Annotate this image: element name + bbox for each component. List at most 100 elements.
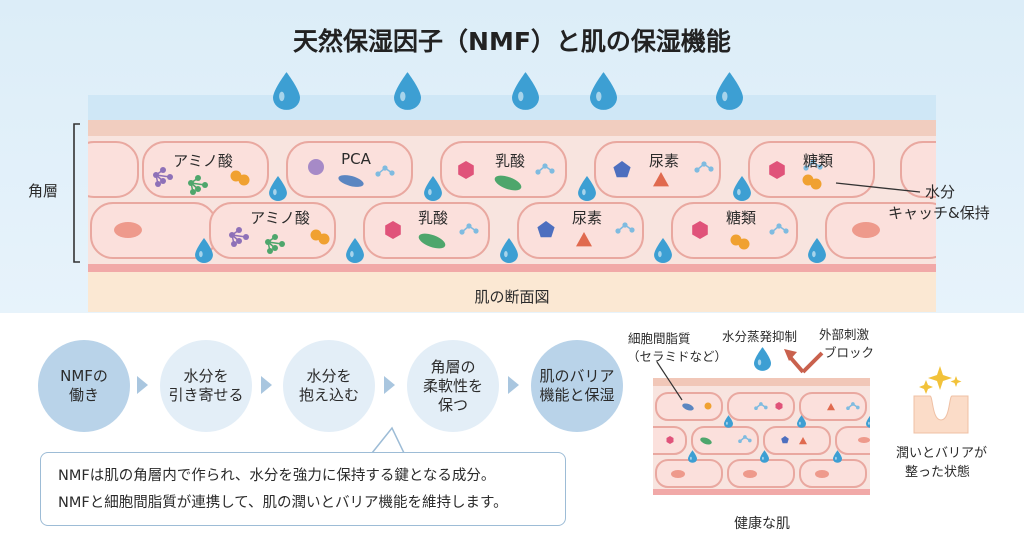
amino-molecule-icon — [153, 172, 159, 178]
amino-molecule-icon — [202, 182, 208, 188]
step-arrow-icon — [508, 376, 519, 394]
mini-surface-layer — [653, 378, 870, 386]
small-molecule-icon — [754, 406, 758, 411]
amino-molecule-icon — [188, 180, 194, 186]
small-molecule-icon — [542, 163, 548, 169]
step-arrow-icon — [261, 376, 272, 394]
small-molecule-icon — [783, 228, 789, 234]
water-drop-icon — [590, 72, 617, 110]
amino-molecule-icon — [243, 234, 249, 240]
result-label: 潤いとバリアが — [896, 446, 988, 461]
oval-molecule-icon — [494, 175, 522, 191]
small-molecule-icon — [846, 406, 850, 411]
description-box — [40, 452, 566, 526]
sparkle-small-icon — [919, 380, 933, 394]
corneocyte-cell — [88, 141, 139, 198]
hexagon-molecule-icon — [458, 161, 474, 179]
external-stimulus-arrow — [788, 355, 805, 374]
hexagon-molecule-icon — [775, 402, 783, 410]
corneocyte-cell — [286, 141, 413, 198]
small-molecule-icon — [694, 167, 700, 173]
small-molecule-icon — [382, 165, 388, 171]
corneocyte-cell — [763, 426, 831, 455]
oval-molecule-icon — [418, 233, 446, 249]
sugar-molecule-icon — [238, 174, 250, 186]
water-catch-label-2: キャッチ&保持 — [888, 204, 990, 222]
description-line-1: NMFは肌の角層内で作られ、水分を強力に保持する鍵となる成分。 — [58, 468, 496, 484]
sparkle-icon — [928, 366, 952, 390]
small-molecule-icon — [701, 161, 707, 167]
water-drop-icon — [512, 72, 539, 110]
corneocyte-cell — [799, 392, 867, 421]
cell-label-pca: PCA — [341, 150, 371, 168]
corneocyte-cell — [209, 202, 336, 259]
water-drop-icon — [394, 72, 421, 110]
evaporation-drop-icon — [754, 347, 771, 371]
corneum-label: 角層 — [28, 182, 59, 200]
amino-molecule-icon — [236, 238, 242, 244]
small-molecule-icon — [615, 228, 621, 234]
small-molecule-icon — [622, 222, 628, 228]
triangle-molecule-icon — [799, 437, 807, 445]
step-nmf-function: NMFの 働き — [38, 340, 130, 432]
small-molecule-icon — [708, 166, 714, 172]
corneocyte-cell — [517, 202, 644, 259]
corneocyte-cell — [727, 392, 795, 421]
oval-molecule-icon — [338, 175, 364, 187]
water-catch-label: 水分 — [925, 183, 956, 201]
small-molecule-icon — [466, 223, 472, 229]
small-molecule-icon — [549, 168, 555, 174]
healthy-skin-caption: 健康な肌 — [734, 516, 790, 532]
water-drop-icon — [273, 72, 300, 110]
small-molecule-icon — [747, 438, 752, 443]
hexagon-molecule-icon — [666, 436, 674, 444]
small-molecule-icon — [759, 402, 763, 406]
pentagon-molecule-icon — [613, 161, 631, 178]
small-molecule-icon — [738, 439, 742, 444]
cell-label-amino: アミノ酸 — [250, 209, 310, 227]
corneocyte-cell — [440, 141, 567, 198]
small-molecule-icon — [803, 165, 809, 171]
small-molecule-icon — [851, 402, 855, 406]
corneocyte-cell — [799, 459, 867, 488]
oval-molecule-icon — [671, 470, 685, 478]
small-molecule-icon — [810, 159, 816, 165]
corneocyte-cell — [671, 202, 798, 259]
healthy-skin-diagram — [653, 347, 870, 495]
corneocyte-cell — [594, 141, 721, 198]
corneocyte-cell — [142, 141, 269, 198]
step-attract-water: 水分を 引き寄せる — [160, 340, 252, 432]
pca-molecule-icon — [308, 159, 324, 175]
small-molecule-icon — [776, 223, 782, 229]
small-molecule-icon — [473, 228, 479, 234]
amino-molecule-icon — [236, 227, 242, 233]
cell-label-sugar: 糖類 — [802, 152, 834, 170]
hexagon-molecule-icon — [692, 221, 708, 239]
step-barrier: 肌のバリア 機能と保湿 — [531, 340, 623, 432]
external-stimulus-label-2: ブロック — [824, 345, 875, 360]
amino-molecule-icon — [160, 178, 166, 184]
sugar-molecule-icon — [738, 238, 750, 250]
step-arrow-icon — [384, 376, 395, 394]
moisturized-skin-icon — [913, 366, 969, 434]
amino-molecule-icon — [272, 245, 278, 251]
oval-molecule-icon — [852, 222, 880, 238]
sugar-molecule-icon — [810, 178, 822, 190]
triangle-molecule-icon — [653, 172, 669, 187]
corneocyte-cell — [363, 202, 490, 259]
lower-line-layer — [88, 264, 936, 272]
water-catch-pointer — [835, 182, 921, 193]
oval-molecule-icon — [700, 437, 712, 445]
sugar-molecule-icon — [318, 233, 330, 245]
oval-molecule-icon — [858, 437, 870, 443]
corneum-bracket — [73, 123, 80, 263]
skin-cross-section — [88, 72, 936, 312]
external-stimulus-label: 外部刺激 — [819, 327, 870, 342]
small-molecule-icon — [389, 170, 395, 176]
triangle-molecule-icon — [576, 232, 592, 247]
cross-section-label: 肌の断面図 — [474, 288, 550, 306]
cell-label-urea: 尿素 — [571, 209, 603, 227]
description-line-2: NMFと細胞間脂質が連携して、肌の潤いとバリア機能を維持します。 — [58, 495, 508, 511]
oval-molecule-icon — [815, 470, 829, 478]
corneocyte-cell — [900, 141, 936, 198]
